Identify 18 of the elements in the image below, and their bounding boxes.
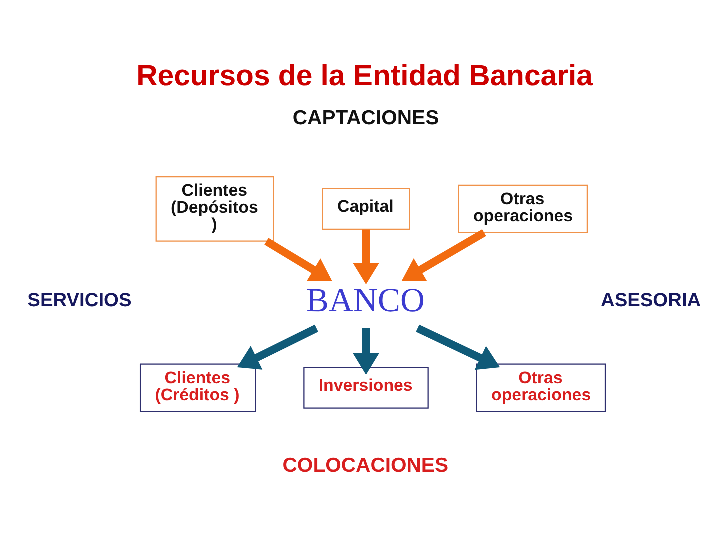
node-box: Otras operaciones — [476, 363, 606, 412]
arrow — [264, 238, 332, 281]
node-box: Inversiones — [304, 366, 429, 408]
node-box: Clientes (Depósitos ) — [156, 176, 274, 242]
diagram-title: Recursos de la Entidad Bancaria — [136, 58, 593, 92]
label: COLOCACIONES — [282, 454, 449, 477]
label: CAPTACIONES — [292, 106, 440, 129]
arrow — [353, 229, 380, 284]
label: SERVICIOS — [28, 290, 132, 311]
arrow — [353, 328, 380, 374]
arrow — [402, 228, 486, 281]
node-box: Otras operaciones — [458, 184, 588, 233]
arrow — [237, 324, 318, 370]
node-box: Clientes (Créditos ) — [140, 363, 256, 412]
node-box: Capital — [322, 188, 410, 230]
node-text: BANCO — [306, 282, 425, 319]
label: ASESORIA — [600, 290, 702, 311]
arrow — [416, 324, 500, 370]
